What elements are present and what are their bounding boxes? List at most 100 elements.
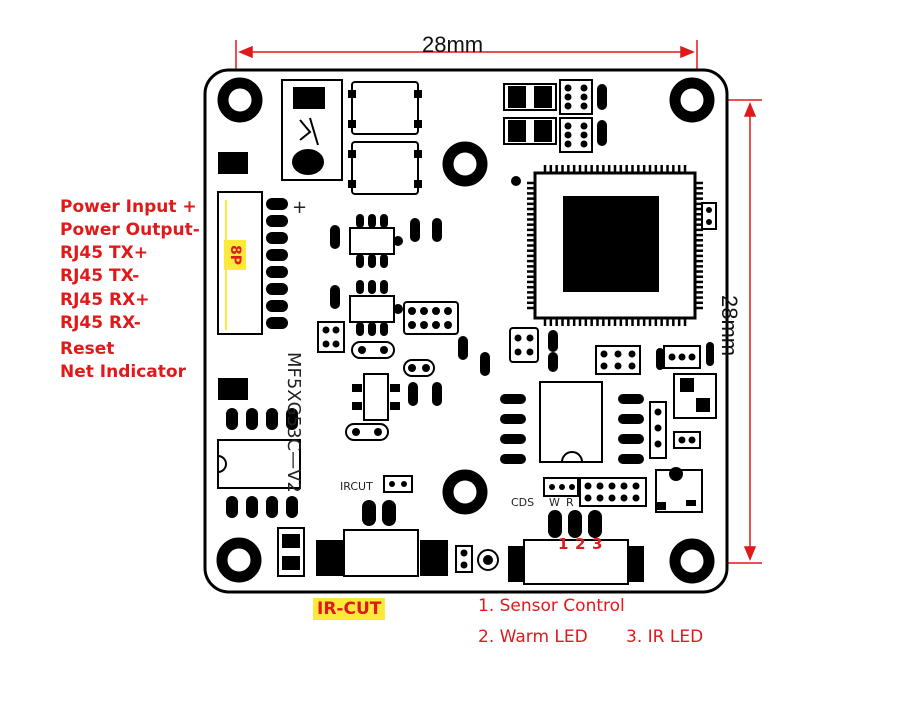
soc-pin [695, 192, 703, 195]
soc-pin [572, 318, 576, 326]
legend-ir-led: 3. IR LED [626, 627, 704, 647]
soc-pin [695, 280, 703, 284]
soc-pin [543, 318, 547, 326]
soc-pin [613, 165, 617, 173]
soc-pin [527, 254, 535, 258]
soc-pin [527, 259, 535, 263]
soc-pin [567, 318, 570, 326]
pin-label-5: RJ45 RX+ [60, 290, 150, 310]
soc-pin [672, 318, 675, 326]
soc-pin [527, 301, 535, 305]
soc-pin [654, 165, 658, 173]
soc-pin [549, 318, 553, 326]
soc-pin [637, 318, 640, 326]
soc-pin [637, 165, 640, 173]
soc-pin [527, 181, 535, 185]
power-jack [281, 79, 343, 181]
soc-pin [527, 213, 535, 216]
soc-pin [695, 249, 703, 252]
soc-pin [642, 318, 646, 326]
soc-pin [660, 165, 663, 173]
soc-pin [578, 165, 582, 173]
cds-silk-label: CDS [511, 496, 535, 509]
pin-label-4: RJ45 TX- [60, 266, 140, 286]
soc-pin [527, 244, 535, 247]
soc-pin [695, 301, 703, 305]
soc-pin [654, 318, 658, 326]
pin-label-3: RJ45 TX+ [60, 243, 148, 263]
soc-pin [527, 291, 535, 294]
soc-pin [527, 202, 535, 206]
soc-pin [619, 165, 623, 173]
soc-pin [631, 318, 634, 326]
ircut-silk-label: IRCUT [340, 480, 373, 493]
soc-pin [695, 306, 703, 310]
board-model-label: MF5XG53C—V2 [283, 352, 304, 493]
soc-pin [527, 280, 535, 284]
soc-pin [648, 318, 652, 326]
soc-pin [527, 233, 535, 237]
height-dimension [705, 99, 762, 564]
mounting-holes [216, 77, 715, 584]
soc-pin [695, 254, 703, 258]
soc-pin [527, 228, 535, 232]
soc-pin [527, 275, 535, 278]
pin-label-1: Power Input + [60, 197, 197, 217]
ir-cut-label: IR-CUT [313, 598, 386, 620]
soc-pin [527, 249, 535, 252]
soc-pin [695, 223, 703, 226]
soc-pin [527, 207, 535, 211]
soc-pin [549, 165, 553, 173]
soc-pin [567, 165, 570, 173]
soc-pin [578, 318, 582, 326]
soc-pin [596, 318, 599, 326]
soc-pin [695, 213, 703, 216]
soc-pin [527, 306, 535, 310]
soc-pin [695, 197, 703, 200]
legend-sensor-control: 1. Sensor Control [478, 596, 625, 616]
soc-pin [695, 270, 703, 273]
soc-pin [561, 165, 564, 173]
soc-pin [666, 318, 669, 326]
soc-pin [683, 318, 687, 326]
soc-pin [607, 318, 611, 326]
soc-pin [660, 318, 663, 326]
soc-pin [695, 285, 703, 289]
soc-pin [695, 244, 703, 247]
soc-pin [555, 165, 558, 173]
legend-warm-led: 2. Warm LED [478, 627, 588, 647]
pin-label-8: Net Indicator [60, 362, 186, 382]
soc-pin [695, 202, 703, 206]
soc-pin [602, 165, 605, 173]
width-dimension-label: 28mm [422, 32, 484, 57]
soc-pin [695, 186, 703, 190]
soc-pin [695, 265, 703, 268]
plus-sign: + [292, 197, 308, 218]
r-silk-label: R [566, 496, 574, 509]
pin-label-2: Power Output- [60, 220, 200, 240]
height-dimension-label: 28mm [717, 295, 742, 357]
soc-pin [695, 259, 703, 263]
w-silk-label: W [549, 496, 560, 509]
pin-number-1: 1 [558, 535, 569, 553]
soc-pin [555, 318, 558, 326]
soc-pin [625, 165, 628, 173]
led-connector [508, 510, 644, 585]
soc-pin [677, 165, 681, 173]
soc-pin [666, 165, 669, 173]
soc-pin [584, 318, 588, 326]
soc-pin [527, 285, 535, 289]
connector-8p-label: 8P [224, 240, 246, 270]
soc-pin [695, 228, 703, 232]
soc-pin [607, 165, 611, 173]
soc-pin [672, 165, 675, 173]
soc-pin [683, 165, 687, 173]
pin-label-7: Reset [60, 339, 115, 359]
soc-pin [695, 233, 703, 237]
soc-pin [695, 296, 703, 299]
soc-pin [613, 318, 617, 326]
soc-pin [677, 318, 681, 326]
soc-pin [642, 165, 646, 173]
soc-pin [648, 165, 652, 173]
